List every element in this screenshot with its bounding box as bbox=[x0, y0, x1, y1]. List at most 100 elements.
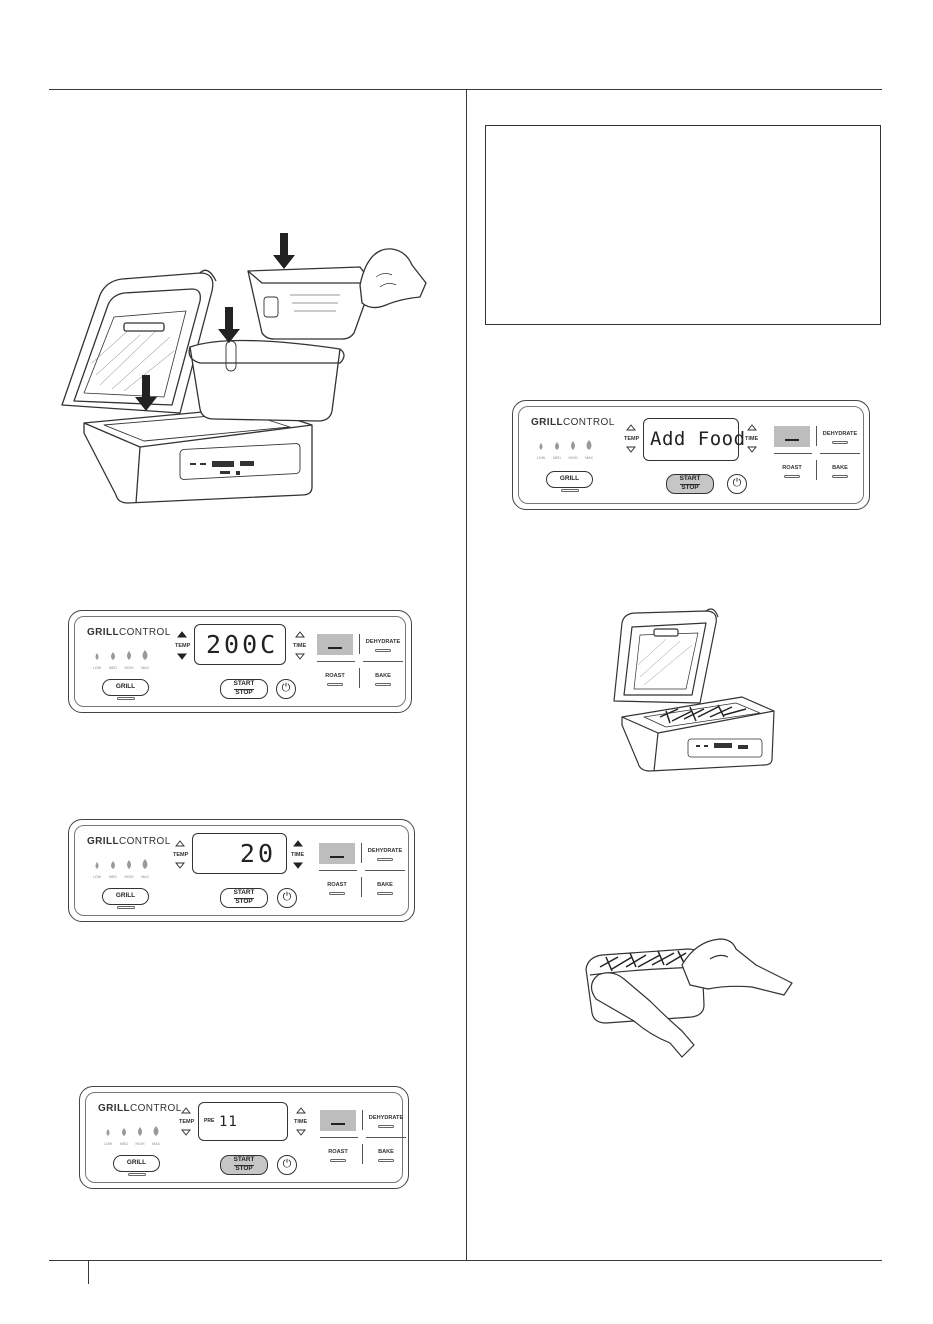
control-panel-time: GRILLCONTROL LOW MED HIGH MAX GRILL TEMP… bbox=[68, 819, 415, 922]
time-label: TIME bbox=[291, 852, 305, 858]
svg-text:MED: MED bbox=[120, 1142, 128, 1146]
air-crisp-mode-selected[interactable] bbox=[317, 634, 353, 655]
roast-mode[interactable]: ROAST bbox=[327, 882, 347, 888]
display-text: 20 bbox=[239, 839, 276, 868]
temp-down-arrow[interactable] bbox=[177, 653, 187, 660]
cooking-modes: DEHYDRATE ROAST BAKE bbox=[317, 634, 403, 692]
svg-text:MED: MED bbox=[553, 456, 561, 460]
temp-up-arrow[interactable] bbox=[177, 631, 187, 638]
temp-label: TEMP bbox=[179, 1119, 195, 1125]
cooking-modes: DEHYDRATE ROAST BAKE bbox=[319, 843, 405, 901]
time-up-arrow[interactable] bbox=[293, 840, 303, 847]
lcd-display: PRE 11 bbox=[198, 1102, 288, 1141]
dehydrate-mode[interactable]: DEHYDRATE bbox=[365, 639, 401, 645]
temp-down-arrow[interactable] bbox=[181, 1129, 191, 1136]
temp-label: TEMP bbox=[173, 852, 189, 858]
cooking-modes: DEHYDRATE ROAST BAKE bbox=[320, 1110, 406, 1168]
time-down-arrow[interactable] bbox=[296, 1129, 306, 1136]
grill-level-flames: LOW MED HIGH MAX bbox=[537, 440, 593, 460]
air-crisp-mode-selected[interactable] bbox=[319, 843, 355, 864]
svg-text:MED: MED bbox=[109, 875, 117, 879]
svg-text:HIGH: HIGH bbox=[125, 666, 134, 670]
dehydrate-mode[interactable]: DEHYDRATE bbox=[822, 431, 858, 437]
time-label: TIME bbox=[745, 436, 759, 442]
svg-text:MAX: MAX bbox=[585, 456, 593, 460]
power-button[interactable]: ⏻ bbox=[277, 1155, 297, 1175]
dehydrate-mode[interactable]: DEHYDRATE bbox=[368, 1115, 404, 1121]
bake-mode[interactable]: BAKE bbox=[378, 1149, 394, 1155]
brand-logo: GRILLCONTROL bbox=[98, 1103, 182, 1114]
time-up-arrow[interactable] bbox=[296, 1107, 306, 1114]
note-box bbox=[485, 125, 881, 325]
svg-text:LOW: LOW bbox=[93, 875, 102, 879]
dehydrate-mode[interactable]: DEHYDRATE bbox=[367, 848, 403, 854]
roast-mode[interactable]: ROAST bbox=[782, 465, 802, 471]
power-button[interactable]: ⏻ bbox=[276, 679, 296, 699]
cooking-modes: DEHYDRATE ROAST BAKE bbox=[774, 426, 860, 484]
svg-text:LOW: LOW bbox=[104, 1142, 113, 1146]
time-label: TIME bbox=[293, 643, 307, 649]
lcd-display: 20 bbox=[192, 833, 287, 874]
display-text: Add Food bbox=[650, 428, 746, 450]
svg-text:MAX: MAX bbox=[152, 1142, 160, 1146]
svg-text:LOW: LOW bbox=[93, 666, 102, 670]
display-text: 11 bbox=[219, 1114, 238, 1130]
time-up-arrow[interactable] bbox=[747, 424, 757, 431]
temp-down-arrow[interactable] bbox=[626, 446, 636, 453]
control-panel-add-food: GRILLCONTROL LOW MED HIGH MAX GRILL TEMP… bbox=[512, 400, 870, 510]
lcd-display: Add Food bbox=[643, 418, 745, 461]
grill-button[interactable]: GRILL bbox=[113, 1155, 160, 1176]
power-button[interactable]: ⏻ bbox=[727, 474, 747, 494]
time-label: TIME bbox=[294, 1119, 308, 1125]
temp-down-arrow[interactable] bbox=[175, 862, 185, 869]
power-button[interactable]: ⏻ bbox=[277, 888, 297, 908]
svg-text:MAX: MAX bbox=[141, 875, 149, 879]
temp-label: TEMP bbox=[624, 436, 640, 442]
page-number-tick bbox=[88, 1260, 89, 1284]
bake-mode[interactable]: BAKE bbox=[375, 673, 391, 679]
grill-level-flames: LOW MED HIGH MAX bbox=[104, 1126, 160, 1146]
svg-text:MAX: MAX bbox=[141, 666, 149, 670]
grill-button[interactable]: GRILL bbox=[102, 679, 149, 700]
time-up-arrow[interactable] bbox=[295, 631, 305, 638]
column-divider bbox=[466, 90, 467, 1260]
food-in-unit-illustration bbox=[613, 608, 775, 772]
top-rule bbox=[49, 89, 882, 90]
time-down-arrow[interactable] bbox=[295, 653, 305, 660]
remove-basket-illustration bbox=[585, 938, 793, 1058]
time-down-arrow[interactable] bbox=[747, 446, 757, 453]
grill-button[interactable]: GRILL bbox=[102, 888, 149, 909]
svg-text:MED: MED bbox=[109, 666, 117, 670]
svg-text:HIGH: HIGH bbox=[125, 875, 134, 879]
grill-level-flames: LOW MED HIGH MAX bbox=[93, 859, 149, 879]
grill-button[interactable]: GRILL bbox=[546, 471, 593, 492]
bottom-rule bbox=[49, 1260, 882, 1261]
temp-up-arrow[interactable] bbox=[181, 1107, 191, 1114]
temp-up-arrow[interactable] bbox=[175, 840, 185, 847]
display-text: 200C bbox=[206, 630, 279, 659]
svg-text:LOW: LOW bbox=[537, 456, 546, 460]
brand-logo: GRILLCONTROL bbox=[87, 836, 171, 847]
svg-text:HIGH: HIGH bbox=[569, 456, 578, 460]
assembly-illustration bbox=[61, 233, 427, 504]
time-down-arrow[interactable] bbox=[293, 862, 303, 869]
preheat-indicator: PRE bbox=[204, 1118, 215, 1124]
svg-text:HIGH: HIGH bbox=[136, 1142, 145, 1146]
bake-mode[interactable]: BAKE bbox=[377, 882, 393, 888]
brand-logo: GRILLCONTROL bbox=[531, 417, 615, 428]
brand-logo: GRILLCONTROL bbox=[87, 627, 171, 638]
temp-up-arrow[interactable] bbox=[626, 424, 636, 431]
roast-mode[interactable]: ROAST bbox=[328, 1149, 348, 1155]
control-panel-preheat: GRILLCONTROL LOW MED HIGH MAX GRILL TEMP… bbox=[79, 1086, 409, 1189]
control-panel-temperature: GRILLCONTROL LOW MED HIGH MAX GRILL TEMP… bbox=[68, 610, 412, 713]
grill-level-flames: LOW MED HIGH MAX bbox=[93, 650, 149, 670]
bake-mode[interactable]: BAKE bbox=[832, 465, 848, 471]
roast-mode[interactable]: ROAST bbox=[325, 673, 345, 679]
lcd-display: 200C bbox=[194, 624, 286, 665]
air-crisp-mode-selected[interactable] bbox=[774, 426, 810, 447]
air-crisp-mode-selected[interactable] bbox=[320, 1110, 356, 1131]
